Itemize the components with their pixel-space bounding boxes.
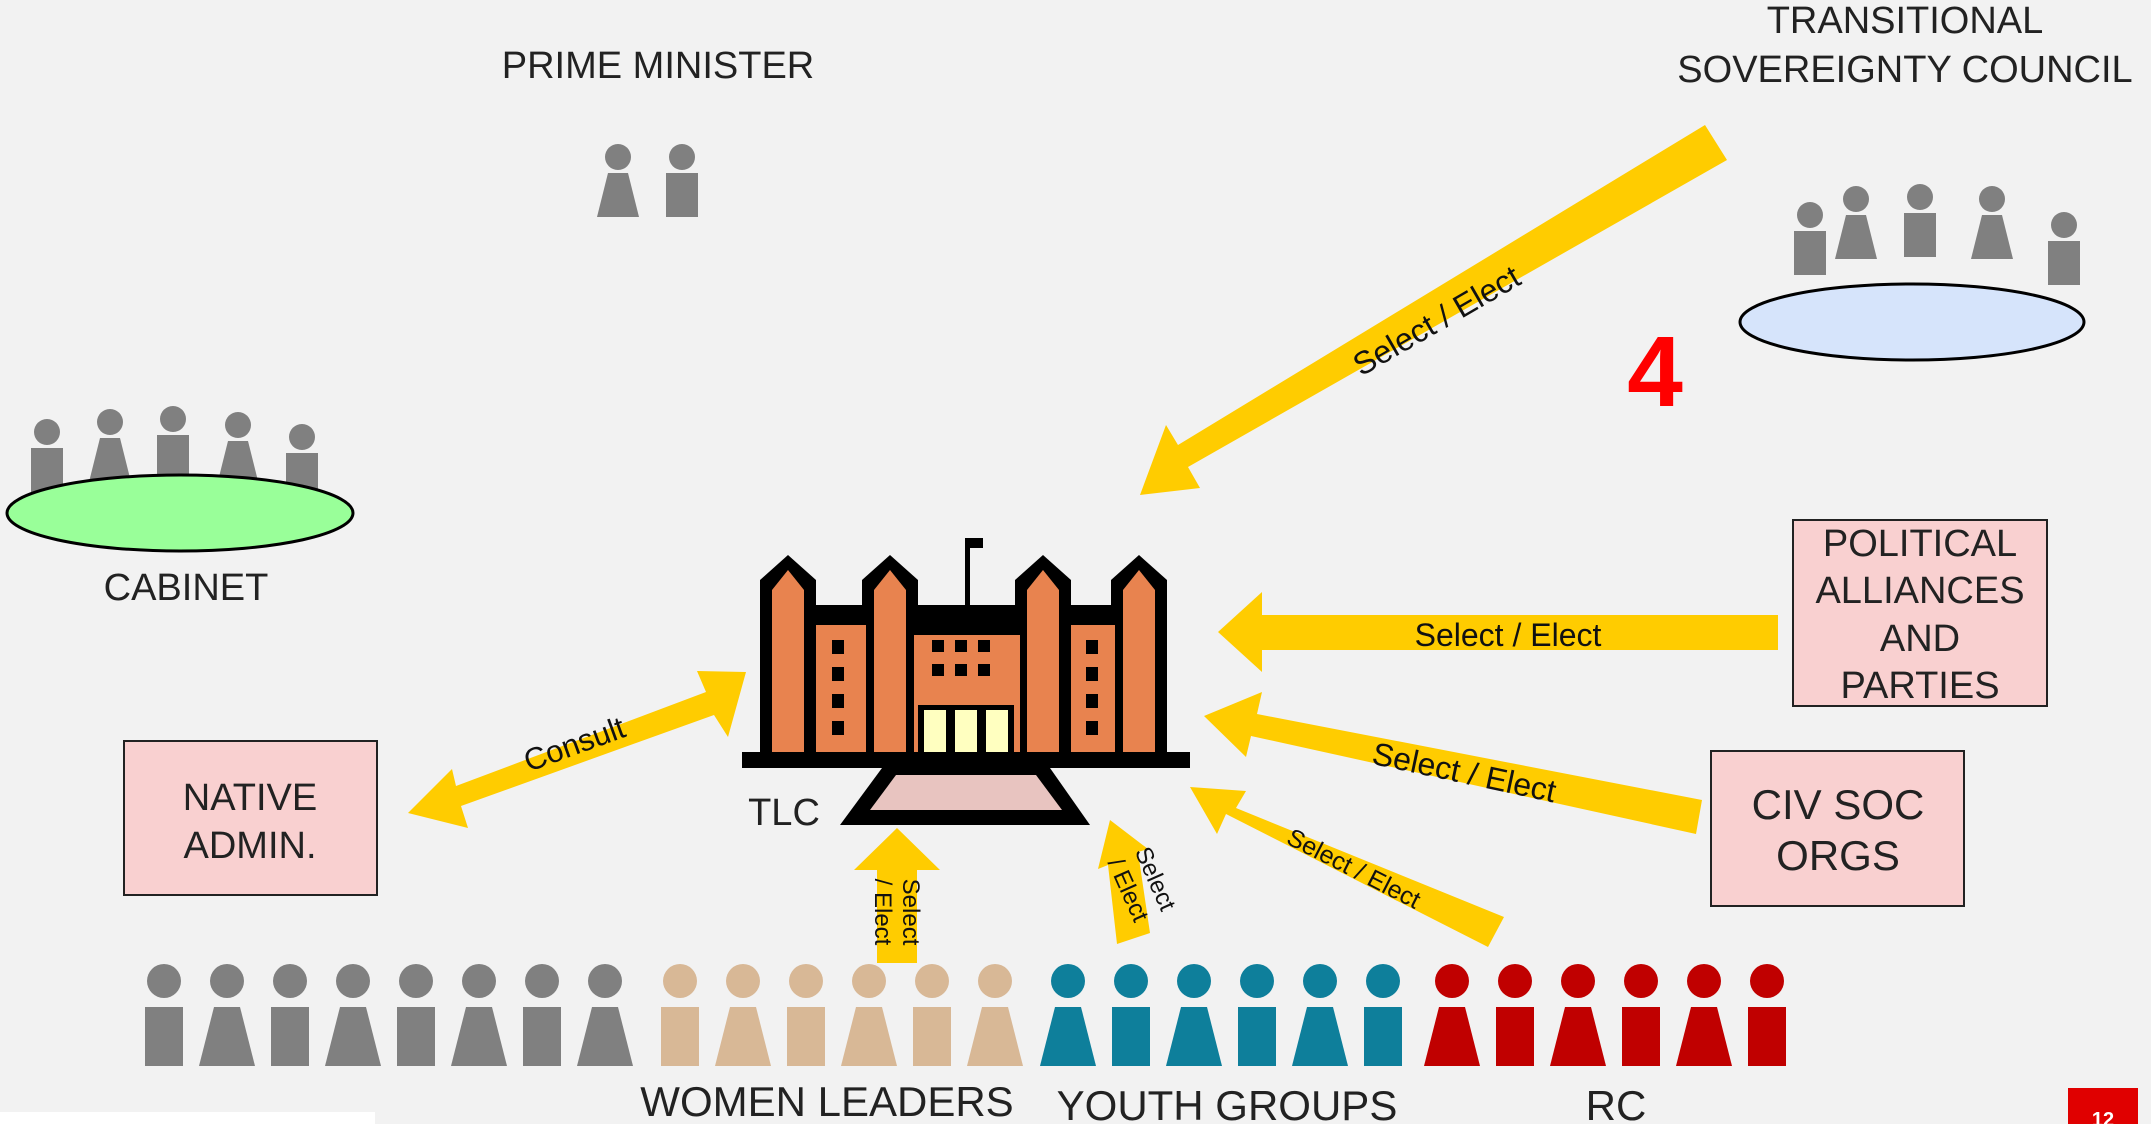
person-icon: [1550, 964, 1606, 1066]
person-icon: [666, 144, 698, 217]
political-line2: ALLIANCES: [1815, 570, 2024, 612]
arrow-label-political: Select / Elect: [1415, 617, 1602, 653]
arrow-label-tsc: Select / Elect: [1347, 258, 1527, 383]
tsc-label-line2: SOVEREIGNTY COUNCIL: [1677, 49, 2132, 91]
person-icon: [1364, 964, 1402, 1066]
person-icon: [217, 412, 259, 485]
person-icon: [145, 964, 183, 1066]
person-icon: [2048, 212, 2080, 285]
arrow-political-to-tlc: [1218, 592, 1778, 672]
arrow-tsc-to-tlc: [1140, 125, 1727, 495]
page-number-badge: [2068, 1088, 2138, 1124]
arrow-consult: [408, 671, 746, 828]
step-number: 4: [1627, 316, 1683, 428]
person-icon: [787, 964, 825, 1066]
native-admin-line2: ADMIN.: [184, 825, 317, 867]
political-line1: POLITICAL: [1823, 523, 2017, 565]
tsc-table-icon: [1738, 282, 2086, 362]
tsc-label-line1: TRANSITIONAL: [1767, 0, 2044, 42]
cabinet-table-icon: [5, 473, 355, 553]
native-admin-box: NATIVE ADMIN.: [123, 740, 378, 896]
person-icon: [1112, 964, 1150, 1066]
person-icon: [1166, 964, 1222, 1066]
person-icon: [1748, 964, 1786, 1066]
arrow-rc-to-tlc: [1190, 787, 1504, 947]
arrow-label-women-1: Select: [897, 879, 924, 946]
person-icon: [577, 964, 633, 1066]
tsc-figures: [1794, 184, 2080, 285]
person-icon: [913, 964, 951, 1066]
footer-strip: [0, 1112, 375, 1124]
person-icon: [325, 964, 381, 1066]
prime-minister-figures: [597, 144, 698, 217]
arrow-youth-to-tlc: [1098, 820, 1150, 944]
person-icon: [1238, 964, 1276, 1066]
person-icon: [1622, 964, 1660, 1066]
person-icon: [1292, 964, 1348, 1066]
arrow-label-civsoc: Select / Elect: [1369, 735, 1559, 809]
person-icon: [1971, 186, 2013, 259]
rc-label: RC: [1586, 1082, 1647, 1124]
civ-soc-line2: ORGS: [1776, 832, 1900, 879]
person-icon: [523, 964, 561, 1066]
person-icon: [661, 964, 699, 1066]
person-icon: [1676, 964, 1732, 1066]
person-icon: [715, 964, 771, 1066]
arrow-label-rc: Select / Elect: [1282, 823, 1425, 914]
person-icon: [1835, 186, 1877, 259]
arrow-label-women-2: / Elect: [869, 879, 896, 946]
person-icon: [89, 409, 131, 482]
person-icon: [271, 964, 309, 1066]
arrow-label-consult: Consult: [519, 710, 630, 779]
women-leaders-label: WOMEN LEADERS: [640, 1078, 1013, 1124]
page-number: 12: [2092, 1109, 2114, 1124]
political-parties-box: POLITICAL ALLIANCES AND PARTIES: [1792, 519, 2048, 707]
prime-minister-label: PRIME MINISTER: [502, 45, 814, 87]
person-icon: [397, 964, 435, 1066]
person-icon: [199, 964, 255, 1066]
person-icon: [1904, 184, 1936, 257]
civ-soc-line1: CIV SOC: [1752, 781, 1925, 828]
person-icon: [1794, 202, 1826, 275]
political-line3: AND: [1880, 618, 1960, 660]
political-line4: PARTIES: [1840, 665, 1999, 707]
person-icon: [841, 964, 897, 1066]
person-icon: [597, 144, 639, 217]
person-icon: [1496, 964, 1534, 1066]
person-icon: [31, 419, 63, 492]
person-icon: [157, 406, 189, 479]
arrow-women-to-tlc: [854, 828, 940, 963]
tlc-building-icon: [742, 538, 1190, 825]
tlc-label: TLC: [748, 792, 820, 834]
person-icon: [967, 964, 1023, 1066]
native-admin-line1: NATIVE: [183, 777, 317, 819]
cabinet-label: CABINET: [104, 567, 269, 609]
youth-groups-label: YOUTH GROUPS: [1057, 1082, 1398, 1124]
arrows: [408, 125, 1778, 963]
civ-soc-box: CIV SOC ORGS: [1710, 750, 1965, 907]
arrow-civsoc-to-tlc: [1204, 692, 1702, 834]
flag-icon: [965, 538, 970, 606]
person-icon: [451, 964, 507, 1066]
people-row: [145, 964, 1786, 1066]
person-icon: [1424, 964, 1480, 1066]
person-icon: [1040, 964, 1096, 1066]
